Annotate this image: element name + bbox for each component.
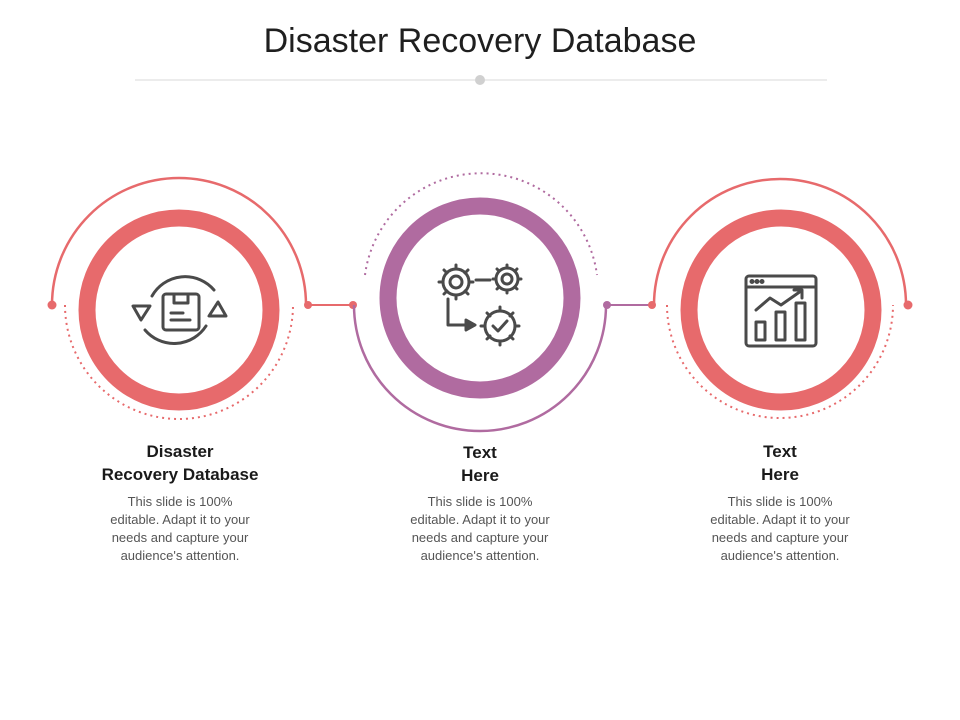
- connector-lines: [304, 301, 656, 309]
- step-2-heading: Text Here: [461, 443, 499, 485]
- recycle-box-icon: [131, 275, 228, 345]
- step-3-graphic: [652, 177, 913, 419]
- step-1-ring: [78, 209, 280, 411]
- step-1-graphic: [47, 176, 308, 420]
- step-3-description: This slide is 100% editable. Adapt it to…: [710, 494, 850, 563]
- step-1-description: This slide is 100% editable. Adapt it to…: [110, 494, 250, 563]
- analytics-chart-icon: [744, 274, 818, 348]
- step-3-heading: Text Here: [761, 442, 799, 484]
- step-1-heading: Disaster Recovery Database: [101, 442, 259, 484]
- slide-title: Disaster Recovery Database: [263, 22, 697, 60]
- step-2-graphic: [352, 172, 608, 433]
- step-3-ring: [680, 209, 882, 411]
- gears-workflow-icon: [437, 263, 523, 347]
- title-divider: [135, 75, 827, 85]
- step-2-description: This slide is 100% editable. Adapt it to…: [410, 494, 550, 563]
- step-2-ring: [379, 197, 581, 399]
